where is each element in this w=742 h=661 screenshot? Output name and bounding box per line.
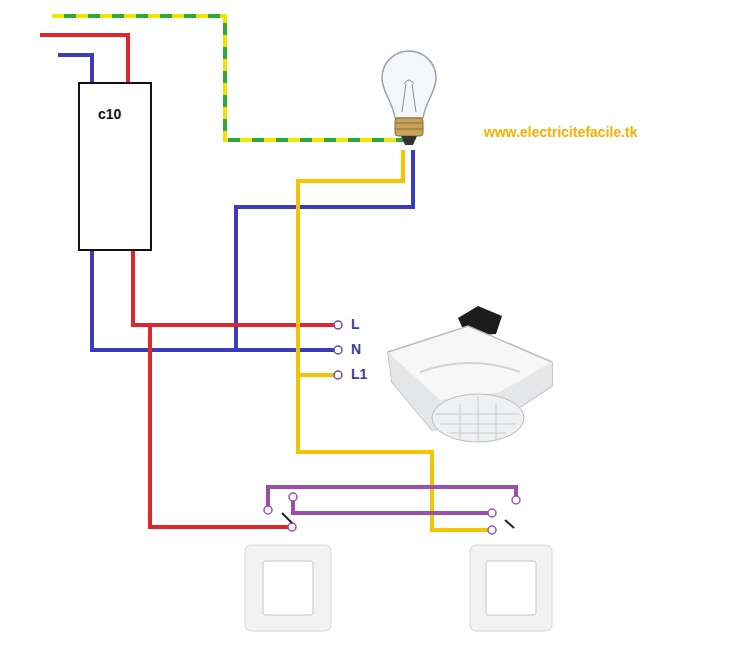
motion-sensor [388, 306, 552, 442]
wires [40, 16, 516, 530]
terminal-label: L1 [351, 367, 367, 382]
breaker-rating: c10 [80, 84, 150, 122]
phase-wire [133, 251, 334, 325]
switch-plates [245, 545, 552, 631]
switch-levers [282, 513, 514, 528]
switch-terminals [264, 493, 520, 534]
terminal-label: L [351, 317, 360, 332]
traveler-wire [293, 501, 488, 513]
sensor-terminals [334, 321, 342, 379]
lamp [382, 51, 436, 145]
switched-wire [298, 373, 334, 377]
phase-wire [40, 35, 128, 82]
traveler-wire [268, 487, 516, 506]
breaker-box: c10 [78, 82, 152, 251]
terminal-label: N [351, 342, 361, 357]
watermark: www.electricitefacile.tk [484, 125, 638, 140]
neutral-wire [58, 55, 92, 82]
